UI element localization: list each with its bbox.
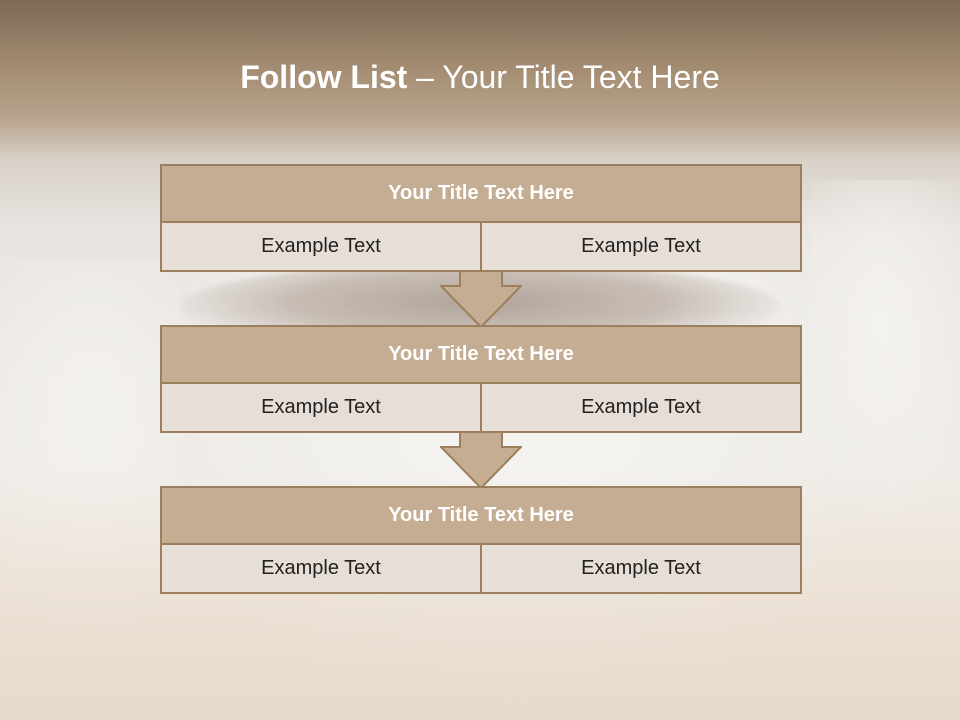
block-cell-right: Example Text <box>480 384 800 431</box>
block-title: Your Title Text Here <box>162 166 800 223</box>
block-cell-right: Example Text <box>480 223 800 270</box>
slide-title-rest: Your Title Text Here <box>442 59 720 95</box>
slide-title-separator: – <box>407 59 443 95</box>
block-cell-left: Example Text <box>261 235 381 257</box>
slide-title: Follow List – Your Title Text Here <box>0 52 960 102</box>
list-block-3: Your Title Text Here Example Text Exampl… <box>160 486 802 594</box>
block-title: Your Title Text Here <box>162 327 800 384</box>
block-cell-left: Example Text <box>261 557 381 579</box>
block-row: Example Text Example Text <box>162 545 800 592</box>
block-cell-right: Example Text <box>480 545 800 592</box>
list-block-1: Your Title Text Here Example Text Exampl… <box>160 164 802 272</box>
block-row: Example Text Example Text <box>162 384 800 431</box>
list-block-2: Your Title Text Here Example Text Exampl… <box>160 325 802 433</box>
block-title: Your Title Text Here <box>162 488 800 545</box>
down-arrow-icon <box>440 431 522 489</box>
block-cell-left: Example Text <box>261 396 381 418</box>
slide-title-bold: Follow List <box>240 59 408 95</box>
down-arrow-icon <box>440 270 522 328</box>
block-row: Example Text Example Text <box>162 223 800 270</box>
